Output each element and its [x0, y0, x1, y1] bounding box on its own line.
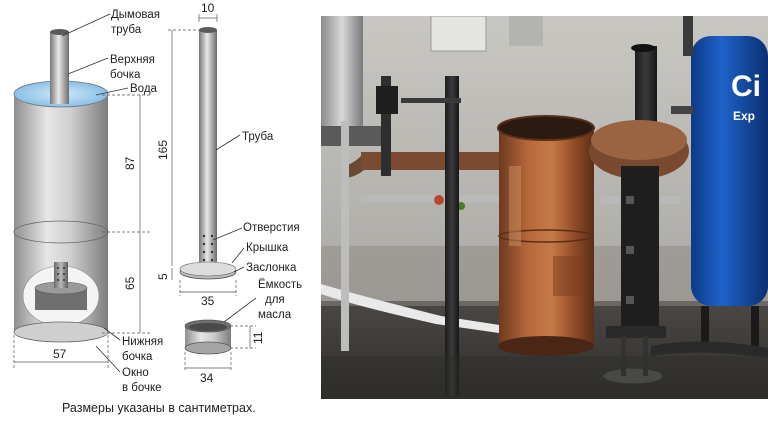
label-smoke-pipe-line1: Дымовая — [111, 9, 160, 21]
label-barrel-window-line1: Окно — [122, 367, 149, 379]
wall-equipment — [321, 16, 363, 136]
stove-photograph: Ci Exp — [321, 16, 768, 399]
tank-logo-line2: Exp — [733, 109, 755, 123]
upper-barrel-body — [14, 94, 108, 232]
oil-container — [184, 319, 232, 355]
dim-barrel-width: 57 — [53, 347, 67, 361]
dim-container-width: 34 — [200, 371, 214, 385]
dim-lid-width: 35 — [201, 294, 215, 308]
inner-pipe-lower — [54, 262, 68, 288]
dim-lid-thickness: 5 — [156, 273, 170, 280]
label-upper-barrel-line1: Верхняя — [110, 54, 155, 66]
label-oil-container-line3: масла — [258, 309, 292, 321]
caption: Размеры указаны в сантиметрах. — [62, 401, 256, 415]
pipe-holes — [202, 234, 214, 262]
black-vertical-pipe — [445, 76, 459, 396]
label-barrel-window-line2: в бочке — [122, 382, 162, 394]
label-oil-container-line1: Ёмкость — [258, 279, 302, 291]
label-lid: Крышка — [246, 242, 289, 254]
dim-lower-height: 65 — [123, 276, 137, 290]
label-upper-barrel-line2: бочка — [110, 69, 141, 81]
label-holes: Отверстия — [243, 222, 300, 234]
barrel-assembly — [13, 29, 109, 343]
dimension-lines — [13, 14, 256, 372]
dim-container-height: 11 — [251, 331, 265, 344]
pipe-body — [199, 30, 217, 266]
leader-lines — [61, 13, 257, 373]
label-oil-container-line2: для — [265, 294, 285, 306]
dim-pipe-width: 10 — [201, 1, 215, 15]
stove-schematic-diagram: Дымовая труба Верхняя бочка Вода Труба О… — [13, 1, 302, 415]
label-smoke-pipe-line2: труба — [111, 24, 142, 36]
dim-pipe-height: 165 — [156, 140, 170, 160]
horizontal-pipe — [361, 152, 511, 170]
label-lower-barrel-line2: бочка — [122, 351, 153, 363]
right-stove — [589, 44, 689, 385]
tank-logo-line1: Ci — [731, 70, 761, 103]
control-box — [430, 16, 487, 52]
label-pipe: Труба — [242, 131, 274, 143]
dim-upper-height: 87 — [123, 156, 137, 170]
label-damper: Заслонка — [246, 262, 297, 274]
label-water: Вода — [130, 83, 158, 95]
blue-compressor-tank: Ci Exp — [651, 16, 768, 358]
label-lower-barrel-line1: Нижняя — [122, 336, 163, 348]
smoke-pipe — [50, 32, 69, 104]
pipe-assembly — [179, 27, 237, 280]
rusty-barrel — [497, 115, 595, 356]
